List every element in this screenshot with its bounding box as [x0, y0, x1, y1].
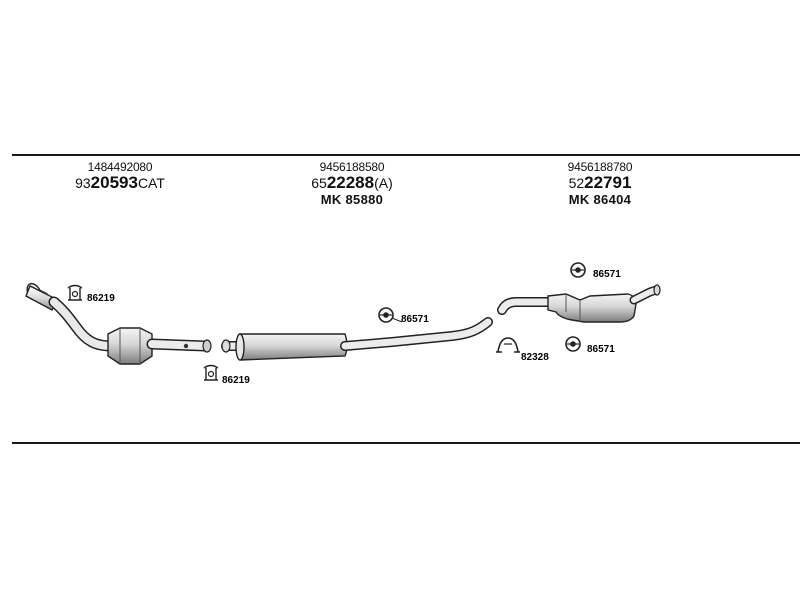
reference-code: 6522288(A) [311, 173, 393, 192]
middle-silencer [221, 317, 493, 361]
reference-code: 9320593CAT [75, 173, 165, 192]
mk-code: MK 85880 [320, 192, 384, 207]
bracket-icon [496, 337, 520, 353]
label-clamp-bottom: 86219 [222, 375, 250, 386]
label-bracket-rear: 82328 [521, 352, 549, 363]
mk-code: MK 86404 [568, 192, 632, 207]
label-rubber-mid: 86571 [401, 314, 429, 325]
clamp-icon [203, 364, 219, 381]
rubber-hanger-icon [565, 336, 581, 352]
label-clamp-top: 86219 [87, 293, 115, 304]
part-number: 9456188780 [567, 160, 633, 174]
label-rubber-rear-bottom: 86571 [587, 344, 615, 355]
bottom-rule [12, 442, 800, 444]
rubber-hanger-icon [570, 262, 586, 278]
part-number: 1484492080 [87, 160, 153, 174]
front-pipe-with-catalyst [25, 282, 212, 365]
section-middle-header: 9456188580 6522288(A) MK 85880 [282, 160, 422, 208]
top-rule [12, 154, 800, 156]
part-number: 9456188580 [319, 160, 385, 174]
catalytic-converter [107, 327, 153, 365]
section-front-header: 1484492080 9320593CAT [50, 160, 190, 192]
reference-code: 5222791 [568, 173, 632, 192]
label-rubber-rear-top: 86571 [593, 269, 621, 280]
rear-silencer [497, 284, 661, 323]
section-rear-header: 9456188780 5222791 MK 86404 [530, 160, 670, 208]
clamp-icon [67, 284, 83, 301]
rubber-hanger-icon [378, 307, 394, 323]
